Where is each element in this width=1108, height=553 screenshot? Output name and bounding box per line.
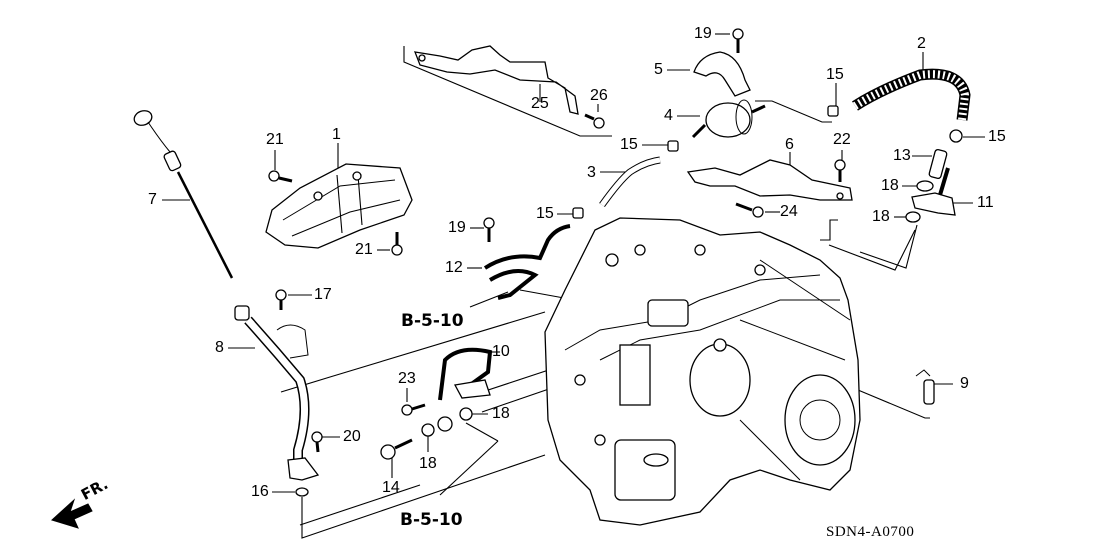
cross-reference-lower[interactable]: B-5-10 — [400, 510, 463, 530]
part-24-bolt — [735, 202, 764, 218]
callout-15-mid[interactable]: 15 — [620, 136, 638, 153]
part-18-washers-right — [905, 180, 934, 223]
part-13-bolt — [928, 148, 948, 180]
callout-18-right-upper[interactable]: 18 — [881, 177, 899, 194]
callout-15-top[interactable]: 15 — [826, 66, 844, 83]
part-7-dipstick — [133, 110, 234, 279]
callout-26[interactable]: 26 — [590, 87, 608, 104]
callout-15-lower[interactable]: 15 — [536, 205, 554, 222]
part-20-bolt — [311, 431, 323, 453]
callout-21-lower[interactable]: 21 — [355, 241, 373, 258]
part-23-bolt — [401, 403, 426, 416]
part-16-washer — [295, 487, 309, 497]
cross-reference-upper[interactable]: B-5-10 — [401, 311, 464, 331]
callout-20[interactable]: 20 — [343, 428, 361, 445]
transmission-assembly — [544, 217, 861, 526]
part-3-hose — [599, 156, 661, 208]
callout-6[interactable]: 6 — [785, 136, 794, 153]
part-10-pipe — [438, 347, 493, 401]
part-14-bolt — [380, 438, 413, 460]
part-18-washers-mid — [421, 407, 473, 437]
callout-22[interactable]: 22 — [833, 131, 851, 148]
callout-10[interactable]: 10 — [492, 343, 510, 360]
part-21-bolts — [268, 170, 403, 256]
callout-11[interactable]: 11 — [977, 194, 994, 211]
part-22-bolt — [834, 159, 846, 182]
callout-8[interactable]: 8 — [215, 339, 224, 356]
callout-15-right[interactable]: 15 — [988, 128, 1006, 145]
callout-5[interactable]: 5 — [654, 61, 663, 78]
part-2-hose — [852, 68, 971, 121]
part-12-pipe — [483, 224, 571, 300]
part-19-bolt-top — [732, 28, 744, 53]
callout-24[interactable]: 24 — [780, 203, 798, 220]
callout-25[interactable]: 25 — [531, 95, 549, 112]
callout-12[interactable]: 12 — [445, 259, 463, 276]
callout-21-upper[interactable]: 21 — [266, 131, 284, 148]
callout-3[interactable]: 3 — [587, 164, 596, 181]
callout-7[interactable]: 7 — [148, 191, 157, 208]
callout-16[interactable]: 16 — [251, 483, 269, 500]
part-8-tube — [234, 305, 320, 481]
part-15-clamps — [572, 105, 963, 219]
drawing-code: SDN4-A0700 — [826, 524, 915, 540]
callout-18-lower[interactable]: 18 — [419, 455, 437, 472]
part-25-bracket — [413, 45, 579, 115]
callout-14[interactable]: 14 — [382, 479, 400, 496]
part-6-bracket — [686, 159, 853, 201]
part-11-joint — [911, 167, 956, 216]
callout-19-top[interactable]: 19 — [694, 25, 712, 42]
callout-4[interactable]: 4 — [664, 107, 673, 124]
callout-9[interactable]: 9 — [960, 375, 969, 392]
callout-1[interactable]: 1 — [332, 126, 341, 143]
part-26-bolt — [584, 113, 605, 129]
callout-2[interactable]: 2 — [917, 35, 926, 52]
part-5-mount-cap — [693, 51, 751, 97]
callout-13[interactable]: 13 — [893, 147, 911, 164]
part-17-bolt — [275, 289, 287, 310]
part-4-damper — [691, 99, 766, 139]
part-19-bolt-lower — [483, 217, 495, 242]
front-arrow-icon — [51, 498, 93, 529]
part-1-cover — [265, 163, 413, 249]
callout-17[interactable]: 17 — [314, 286, 332, 303]
callout-18-mid[interactable]: 18 — [492, 405, 510, 422]
callout-23[interactable]: 23 — [398, 370, 416, 387]
callout-19-lower[interactable]: 19 — [448, 219, 466, 236]
callout-18-right-lower[interactable]: 18 — [872, 208, 890, 225]
part-9-breather — [915, 369, 935, 405]
